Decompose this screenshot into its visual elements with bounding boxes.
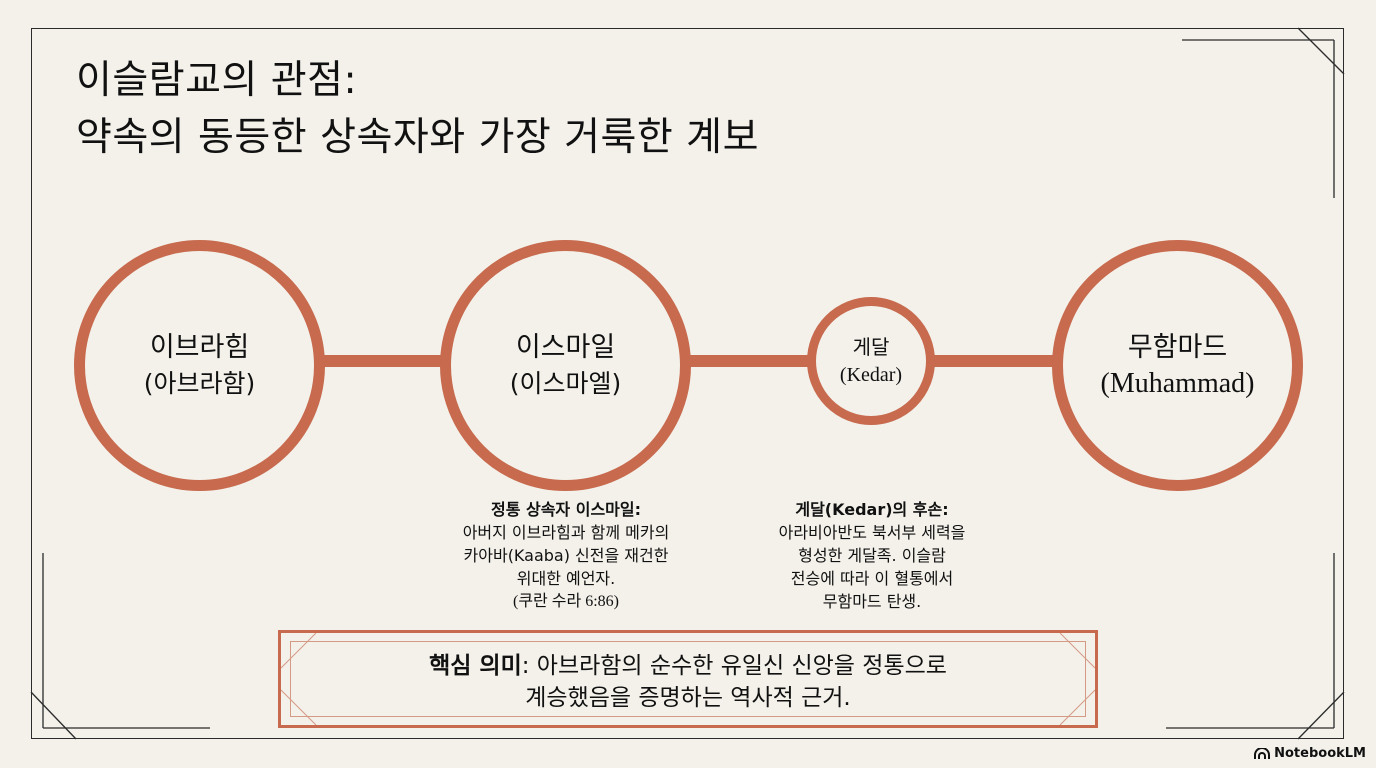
key-message-box: 핵심 의미: 아브라함의 순수한 유일신 신앙을 정통으로 계승했음을 증명하는… <box>278 630 1098 728</box>
node-abraham: 이브라힘 (아브라함) <box>74 240 325 491</box>
node-muhammad-alt: (Muhammad) <box>1100 367 1255 399</box>
note-ishmael-line: 카아바(Kaaba) 신전을 재건한 <box>463 546 669 565</box>
key-message-label: 핵심 의미 <box>429 653 522 679</box>
node-ishmael-name: 이스마일 <box>515 331 616 363</box>
connector-abraham-ishmael <box>318 355 448 367</box>
node-muhammad: 무함마드 (Muhammad) <box>1052 240 1303 491</box>
node-ishmael-alt: (이스마엘) <box>509 368 622 398</box>
note-ishmael: 정통 상속자 이스마일: 아버지 이브라힘과 함께 메카의 카아바(Kaaba)… <box>410 498 722 613</box>
key-message-text: 핵심 의미: 아브라함의 순수한 유일신 신앙을 정통으로 계승했음을 증명하는… <box>281 650 1095 714</box>
note-kedar-line: 전승에 따라 이 혈통에서 <box>790 569 954 588</box>
title-line-2: 약속의 동등한 상속자와 가장 거룩한 계보 <box>76 115 759 160</box>
outer-frame <box>31 28 1344 739</box>
note-kedar-line: 아라비아반도 북서부 세력을 <box>778 523 966 542</box>
title-line-1: 이슬람교의 관점: <box>76 58 358 103</box>
note-kedar: 게달(Kedar)의 후손: 아라비아반도 북서부 세력을 형성한 게달족. 이… <box>720 498 1024 613</box>
node-kedar-alt: (Kedar) <box>839 364 903 386</box>
page-title: 이슬람교의 관점: 약속의 동등한 상속자와 가장 거룩한 계보 <box>76 52 759 166</box>
key-message-line-2: 계승했음을 증명하는 역사적 근거. <box>525 685 851 711</box>
key-message-inner-border <box>290 641 1086 717</box>
node-abraham-alt: (아브라함) <box>143 368 256 398</box>
node-kedar-name: 게달 <box>852 335 890 359</box>
note-ishmael-line: 위대한 예언자. <box>516 569 616 588</box>
note-ishmael-reference: (쿠란 수라 6:86) <box>513 593 619 610</box>
note-ishmael-heading: 정통 상속자 이스마일: <box>490 500 642 519</box>
node-abraham-name: 이브라힘 <box>149 331 250 363</box>
key-message-line-1: : 아브라함의 순수한 유일신 신앙을 정통으로 <box>521 653 947 679</box>
connector-kedar-muhammad <box>928 355 1058 367</box>
node-muhammad-name: 무함마드 <box>1127 331 1228 363</box>
note-ishmael-line: 아버지 이브라힘과 함께 메카의 <box>462 523 670 542</box>
note-kedar-line: 형성한 게달족. 이슬람 <box>798 546 946 565</box>
key-message-corner-lines <box>281 633 1095 725</box>
note-kedar-heading: 게달(Kedar)의 후손: <box>795 500 949 519</box>
connector-ishmael-kedar <box>685 355 815 367</box>
notebooklm-logo-icon <box>1254 747 1271 759</box>
brand-watermark: NotebookLM <box>1254 746 1366 761</box>
brand-label: NotebookLM <box>1274 746 1366 761</box>
node-kedar: 게달 (Kedar) <box>807 297 935 425</box>
note-kedar-line: 무함마드 탄생. <box>822 592 922 611</box>
node-ishmael: 이스마일 (이스마엘) <box>440 240 691 491</box>
